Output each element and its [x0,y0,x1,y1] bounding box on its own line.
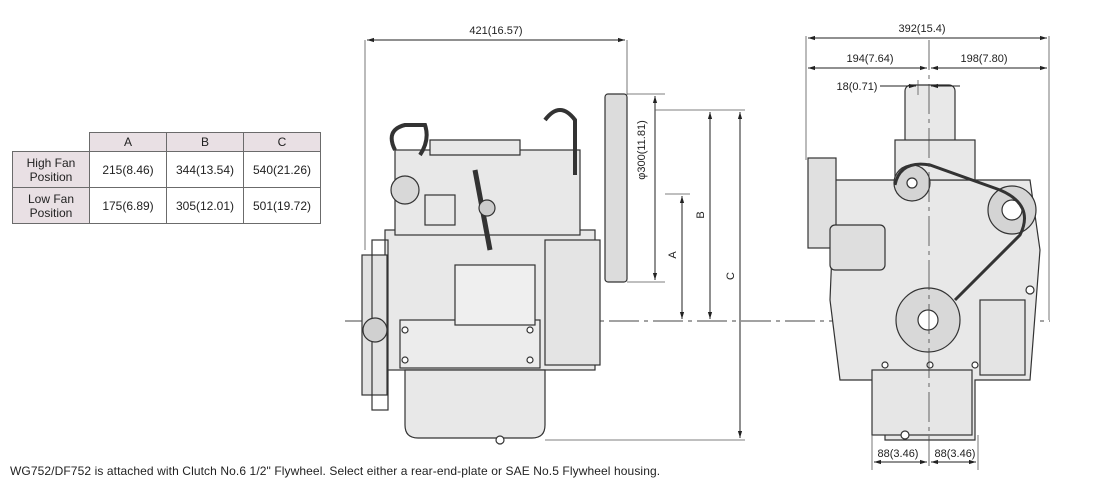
fan-diameter-label: φ300(11.81) [636,120,648,180]
fan-position-table: A B C High Fan Position 215(8.46) 344(13… [12,132,321,224]
base-right-label: 88(3.46) [935,448,976,460]
table-row: Low Fan Position 175(6.89) 305(12.01) 50… [12,187,321,224]
cell-low-b: 305(12.01) [166,187,244,224]
cell-low-a: 175(6.89) [89,187,167,224]
side-view-engine [361,93,628,445]
front-width-label: 392(15.4) [898,23,945,35]
cell-high-b: 344(13.54) [166,151,244,188]
side-width-label: 421(16.57) [469,25,522,37]
cell-high-c: 540(21.26) [243,151,321,188]
front-right-label: 198(7.80) [960,53,1007,65]
dim-label-a: A [667,251,679,259]
table-header-a: A [89,132,167,152]
front-left-label: 194(7.64) [846,53,893,65]
offset-label: 18(0.71) [837,81,878,93]
base-left-label: 88(3.46) [878,448,919,460]
dim-label-c: C [725,272,737,280]
flywheel-note: WG752/DF752 is attached with Clutch No.6… [10,464,661,478]
cell-low-c: 501(19.72) [243,187,321,224]
dim-label-b: B [695,211,707,218]
table-header-row: A B C [12,132,321,152]
front-view-engine [807,84,1041,441]
